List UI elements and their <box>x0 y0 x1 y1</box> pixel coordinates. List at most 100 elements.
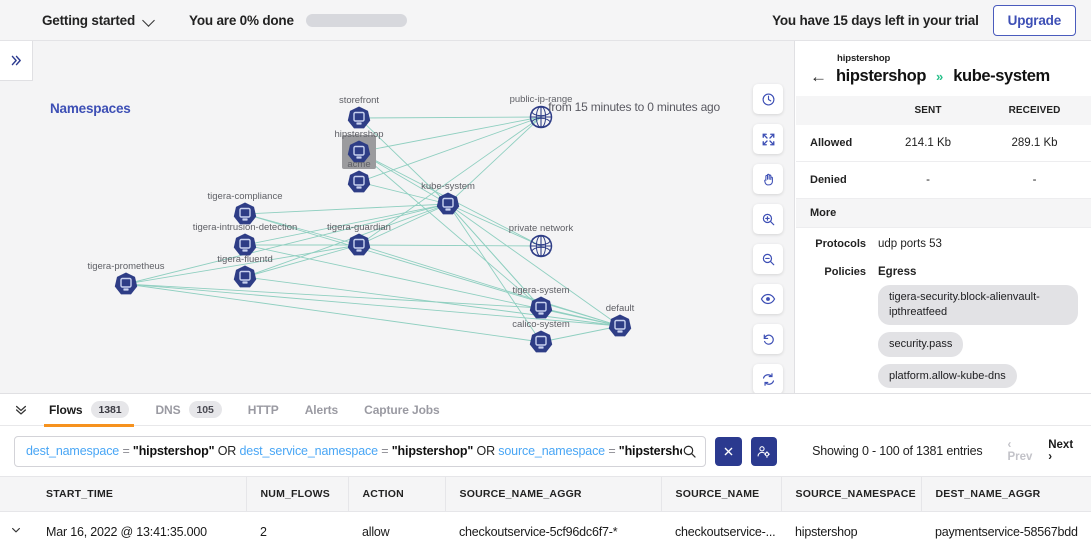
graph-edge <box>358 116 542 119</box>
graph-edge <box>358 116 542 246</box>
graph-node-tigera-system[interactable]: tigera-system <box>512 285 570 319</box>
flows-table-col-source_namespace[interactable]: SOURCE_NAMESPACE <box>781 476 922 512</box>
graph-edge <box>244 213 621 327</box>
search-icon[interactable] <box>682 444 697 459</box>
protocols-value: udp ports 53 <box>878 238 942 250</box>
graph-node-default[interactable]: default <box>606 303 635 337</box>
search-input-value: dest_namespace = "hipstershop" OR dest_s… <box>26 444 682 458</box>
graph-edge <box>358 244 542 247</box>
sidebar-expand-button[interactable] <box>0 41 33 81</box>
graph-node-tigera-compliance[interactable]: tigera-compliance <box>208 191 283 225</box>
arrow-left-icon[interactable]: ← <box>810 67 827 86</box>
pan-hand-icon[interactable] <box>753 164 783 194</box>
getting-started-menu[interactable]: Getting started <box>42 13 155 28</box>
graph-node-public-ip-range[interactable]: public-ip-range <box>510 94 573 129</box>
flow-filter-bar: dest_namespace = "hipstershop" OR dest_s… <box>0 426 1091 476</box>
flows-table-col-num_flows[interactable]: NUM_FLOWS <box>246 476 349 512</box>
graph-edge <box>358 181 449 205</box>
flows-table-col-start_time[interactable]: START_TIME <box>32 476 247 512</box>
graph-edge <box>244 213 360 246</box>
graph-node-calico-system[interactable]: calico-system <box>512 319 570 353</box>
filter-token-op: = <box>608 444 619 458</box>
filter-token-bool: OR <box>476 444 499 458</box>
graph-toolbar <box>753 84 783 393</box>
graph-edge <box>244 203 449 246</box>
prev-page-button[interactable]: ‹ Prev <box>1007 439 1033 463</box>
tab-capture-jobs[interactable]: Capture Jobs <box>351 394 452 426</box>
graph-edge <box>358 203 449 246</box>
policy-chip[interactable]: platform.allow-kube-dns <box>878 363 1017 389</box>
cell-source_name: checkoutservice-... <box>661 511 781 551</box>
clear-filter-button[interactable] <box>715 436 742 466</box>
expand-icon[interactable] <box>753 124 783 154</box>
top-bar: Getting started You are 0% done You have… <box>0 0 1091 41</box>
policy-chip[interactable]: security.pass <box>878 331 964 357</box>
flows-table-col-source_name[interactable]: SOURCE_NAME <box>661 476 782 512</box>
graph-node-hipstershop[interactable]: hipstershop <box>334 129 384 169</box>
graph-node-storefront[interactable]: storefront <box>339 95 379 129</box>
row-label-denied: Denied <box>796 161 878 199</box>
tab-label: HTTP <box>247 402 279 417</box>
graph-node-tigera-intrusion-detection[interactable]: tigera-intrusion-detection <box>193 222 298 256</box>
search-input[interactable]: dest_namespace = "hipstershop" OR dest_s… <box>14 435 706 467</box>
graph-node-label: tigera-prometheus <box>87 261 164 272</box>
graph-edge <box>244 244 360 278</box>
graph-node-kube-system[interactable]: kube-system <box>421 181 475 215</box>
cell-action: allow <box>348 511 445 551</box>
graph-node-tigera-guardian[interactable]: tigera-guardian <box>327 222 391 256</box>
chevron-down-double-icon[interactable] <box>14 403 36 417</box>
row-expand-chevron-down-icon[interactable] <box>0 511 32 551</box>
tab-http[interactable]: HTTP <box>235 394 292 426</box>
upgrade-button[interactable]: Upgrade <box>992 4 1076 36</box>
zoom-out-icon[interactable] <box>753 244 783 274</box>
detail-source-label: hipstershop <box>836 67 927 85</box>
tab-label: Capture Jobs <box>364 402 440 417</box>
graph-node-acme[interactable]: acme <box>347 159 371 193</box>
tab-alerts[interactable]: Alerts <box>292 394 351 426</box>
refresh-icon[interactable] <box>753 364 783 393</box>
table-row: Denied - - <box>796 161 1091 199</box>
undo-icon[interactable] <box>753 324 783 354</box>
eye-icon[interactable] <box>753 284 783 314</box>
filter-token-val: "hipstershop" <box>132 444 218 458</box>
graph-node-label: acme <box>347 159 370 170</box>
graph-node-tigera-prometheus[interactable]: tigera-prometheus <box>87 261 165 295</box>
more-label: More <box>796 198 1091 228</box>
flows-table-col-dest_name_aggr[interactable]: DEST_NAME_AGGR <box>921 476 1091 512</box>
getting-started-label: Getting started <box>42 12 136 28</box>
flows-table-col-source_name_aggr[interactable]: SOURCE_NAME_AGGR <box>445 476 662 512</box>
policy-chip[interactable]: tigera-security.block-alienvault-ipthrea… <box>878 285 1078 325</box>
graph-node-tigera-fluentd[interactable]: tigera-fluentd <box>217 254 273 288</box>
next-page-button[interactable]: Next › <box>1048 439 1074 463</box>
close-icon <box>724 447 733 455</box>
pagination-controls: ‹ Prev Next › <box>1007 439 1077 463</box>
graph-edge <box>447 203 542 247</box>
allowed-sent-value: 214.1 Kb <box>878 125 979 162</box>
graph-edge <box>358 244 621 327</box>
clock-icon[interactable] <box>753 84 783 114</box>
column-settings-button[interactable] <box>750 436 778 466</box>
graph-node-private-network[interactable]: private network <box>509 223 574 258</box>
flows-table-col-action[interactable]: ACTION <box>348 476 446 512</box>
detail-header: hipstershop ← hipstershop » kube-system <box>796 41 1091 96</box>
more-section-header[interactable]: More <box>796 198 1091 228</box>
graph-view-title[interactable]: Namespaces <box>50 101 131 116</box>
graph-edge <box>447 203 621 327</box>
zoom-in-icon[interactable] <box>753 204 783 234</box>
graph-node-label: tigera-fluentd <box>217 254 272 265</box>
policies-direction-label: Egress <box>878 266 917 278</box>
cell-source_name_aggr: checkoutservice-5cf96dc6f7-* <box>445 511 661 551</box>
flow-direction-arrow-icon: » <box>936 69 944 84</box>
cell-dest_name_aggr: paymentservice-58567bdd <box>921 511 1091 551</box>
detail-eyebrow: hipstershop <box>837 53 891 64</box>
graph-edge <box>244 203 449 278</box>
